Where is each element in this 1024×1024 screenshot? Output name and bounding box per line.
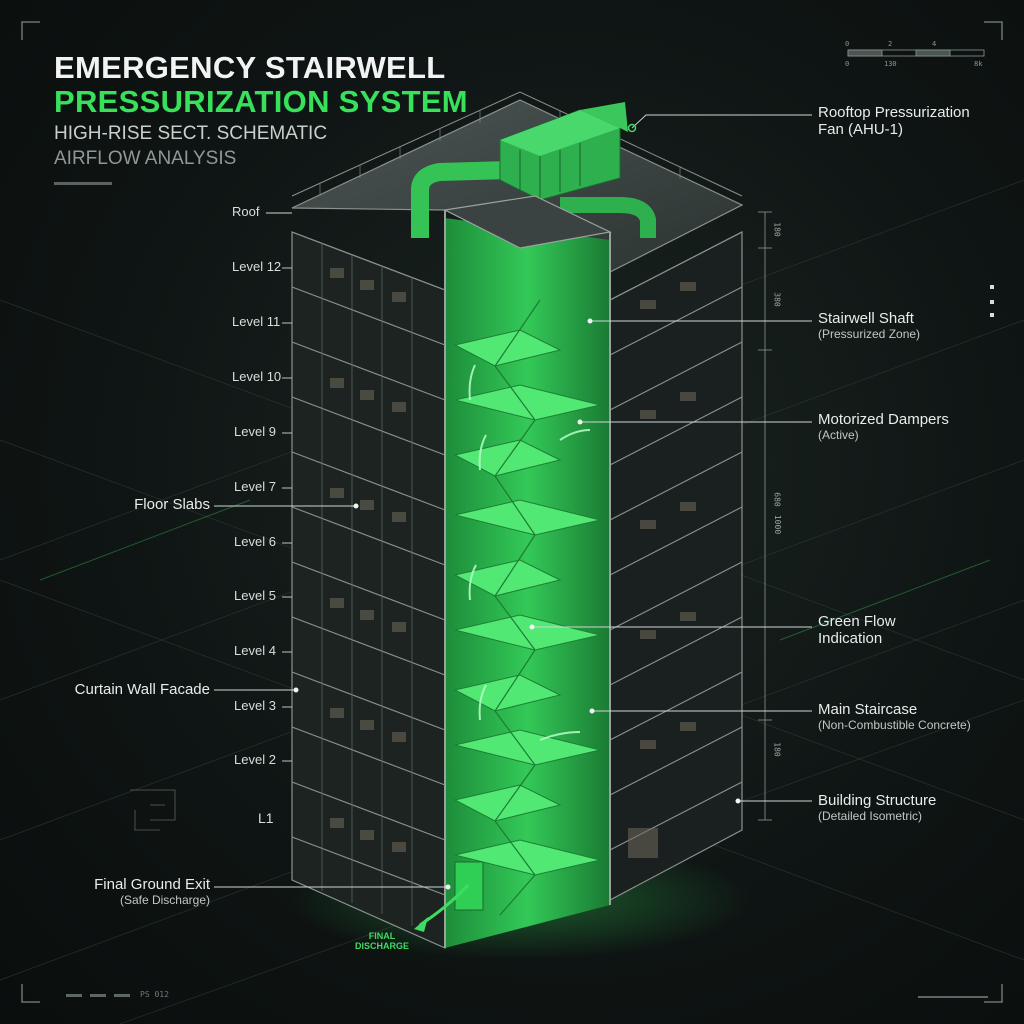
rooftop-fan xyxy=(411,102,656,238)
level-label-4: Level 4 xyxy=(234,643,276,658)
callout-subtitle: (Pressurized Zone) xyxy=(818,327,921,341)
subtitle-line-2: AIRFLOW ANALYSIS xyxy=(54,148,237,169)
dimension-label: 180 xyxy=(772,222,782,237)
discharge-line-1: FINAL xyxy=(368,931,396,941)
leader-dots xyxy=(293,123,741,890)
footer-code: PS 012 xyxy=(140,990,169,999)
callout-curtain-wall: Curtain Wall Facade xyxy=(74,681,210,698)
level-label-roof: Roof xyxy=(232,204,260,219)
callout-green-flow: Green Flow Indication xyxy=(818,613,896,647)
level-label-10: Level 10 xyxy=(232,369,282,384)
callout-rooftop-fan: Rooftop Pressurization Fan (AHU-1) xyxy=(818,104,970,138)
callout-main-staircase: Main Staircase (Non-Combustible Concrete… xyxy=(818,701,971,732)
callout-title: Stairwell Shaft xyxy=(818,310,914,327)
right-wing xyxy=(609,231,743,901)
dimension-label: 380 xyxy=(772,292,782,307)
level-label-5: Level 5 xyxy=(234,588,276,603)
callout-title: Green Flow xyxy=(818,613,896,630)
level-label-9: Level 9 xyxy=(234,424,276,439)
callout-final-ground-exit: Final Ground Exit (Safe Discharge) xyxy=(60,876,210,907)
frame-corners xyxy=(21,21,1003,1003)
callout-subtitle: (Non-Combustible Concrete) xyxy=(818,718,971,732)
subtitle-line-1: HIGH-RISE SECT. SCHEMATIC xyxy=(54,123,328,144)
stairwell-shaft xyxy=(443,195,612,948)
level-label-12: Level 12 xyxy=(232,259,282,274)
title-underline xyxy=(54,182,112,185)
level-label-7: Level 7 xyxy=(234,479,276,494)
callout-stairwell-shaft: Stairwell Shaft (Pressurized Zone) xyxy=(818,310,920,341)
callout-subtitle: Fan (AHU-1) xyxy=(818,121,904,138)
scale-top-4: 4 xyxy=(932,40,937,48)
callout-title: Building Structure xyxy=(818,792,937,809)
dimension-label: 1000 xyxy=(773,514,783,535)
level-label-6: Level 6 xyxy=(234,534,276,549)
callout-building-structure: Building Structure (Detailed Isometric) xyxy=(818,792,936,823)
level-label-11: Level 11 xyxy=(232,314,281,329)
dimension-label: 180 xyxy=(772,742,782,757)
callout-floor-slabs: Floor Slabs xyxy=(134,496,210,513)
scale-bottom-8k: 8k xyxy=(974,60,983,68)
scale-bottom-130: 130 xyxy=(884,60,897,68)
callout-title: Rooftop Pressurization xyxy=(818,104,970,121)
footer-marks xyxy=(66,994,130,997)
discharge-line-2: DISCHARGE xyxy=(354,941,409,951)
dimension-lines xyxy=(758,211,772,821)
level-label-2: Level 2 xyxy=(234,752,276,767)
level-label-3: Level 3 xyxy=(234,698,276,713)
title-line-1: EMERGENCY STAIRWELL xyxy=(54,50,446,85)
title-line-2: PRESSURIZATION SYSTEM xyxy=(54,84,468,119)
callout-subtitle: (Active) xyxy=(818,428,859,442)
dimension-label: 680 xyxy=(772,492,782,507)
callout-subtitle: (Detailed Isometric) xyxy=(818,809,923,823)
callout-subtitle: (Safe Discharge) xyxy=(119,893,210,907)
scale-bottom-0: 0 xyxy=(845,60,850,68)
level-label-l1: L1 xyxy=(258,810,274,826)
callout-title: Motorized Dampers xyxy=(818,411,949,428)
callout-subtitle: Indication xyxy=(818,630,883,647)
scale-top-0: 0 xyxy=(845,40,850,48)
callout-title: Final Ground Exit xyxy=(94,876,210,893)
scale-bar xyxy=(847,49,985,57)
leader-lines xyxy=(214,114,812,888)
left-wing xyxy=(291,231,446,949)
scale-top-2: 2 xyxy=(888,40,893,48)
discharge-label: FINAL DISCHARGE xyxy=(350,931,414,951)
callout-title: Main Staircase xyxy=(818,701,918,718)
floor-plan-sketch xyxy=(130,789,176,831)
callout-motorized-dampers: Motorized Dampers (Active) xyxy=(818,411,949,442)
